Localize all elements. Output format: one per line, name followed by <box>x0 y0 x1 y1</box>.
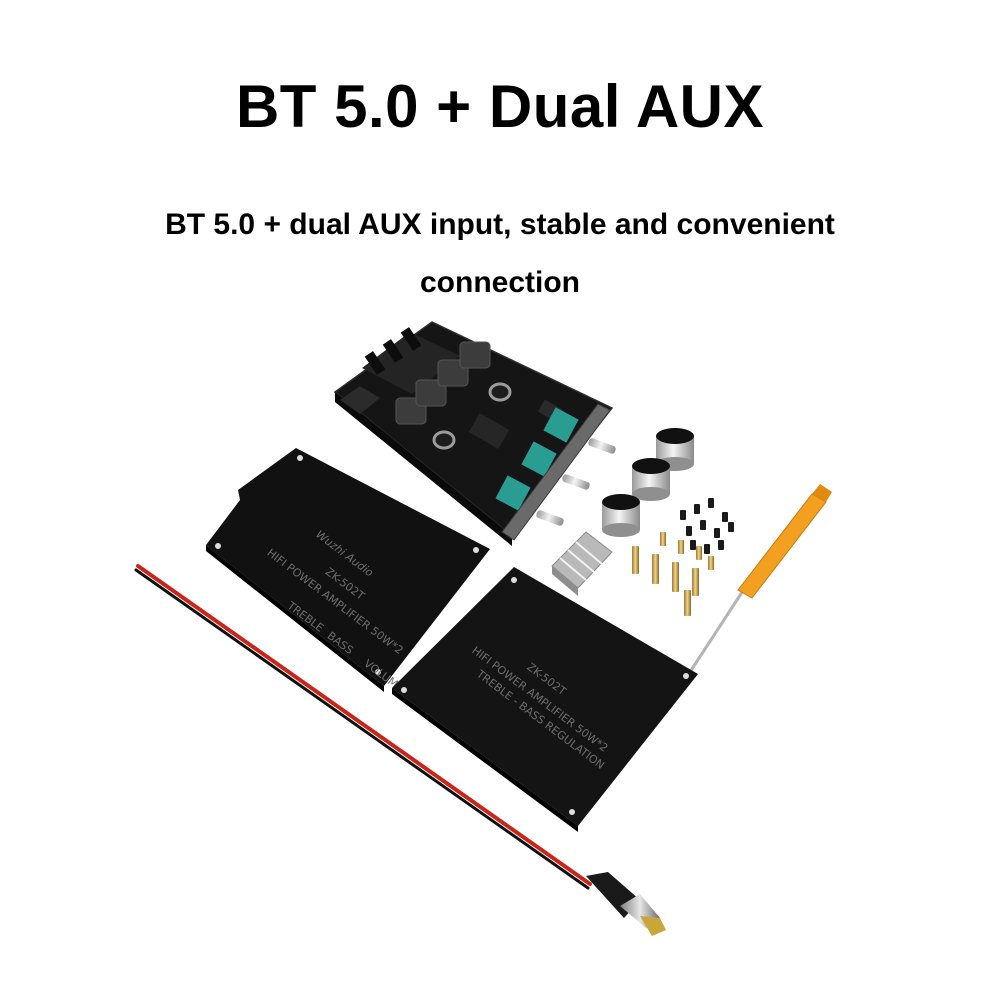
page-title: BT 5.0 + Dual AUX <box>235 73 765 140</box>
power-cable <box>134 564 666 936</box>
brass-standoffs <box>632 532 714 616</box>
page-subtitle: BT 5.0 + dual AUX input, stable and conv… <box>165 208 835 299</box>
top-panel: ZK-502T HIFI POWER AMPLIFIER 50W*2 TREBL… <box>392 567 698 832</box>
knob-caps <box>602 428 694 537</box>
heatsink <box>551 531 613 596</box>
screwdriver <box>688 484 832 674</box>
amplifier-board <box>333 321 616 546</box>
screws <box>680 498 734 554</box>
